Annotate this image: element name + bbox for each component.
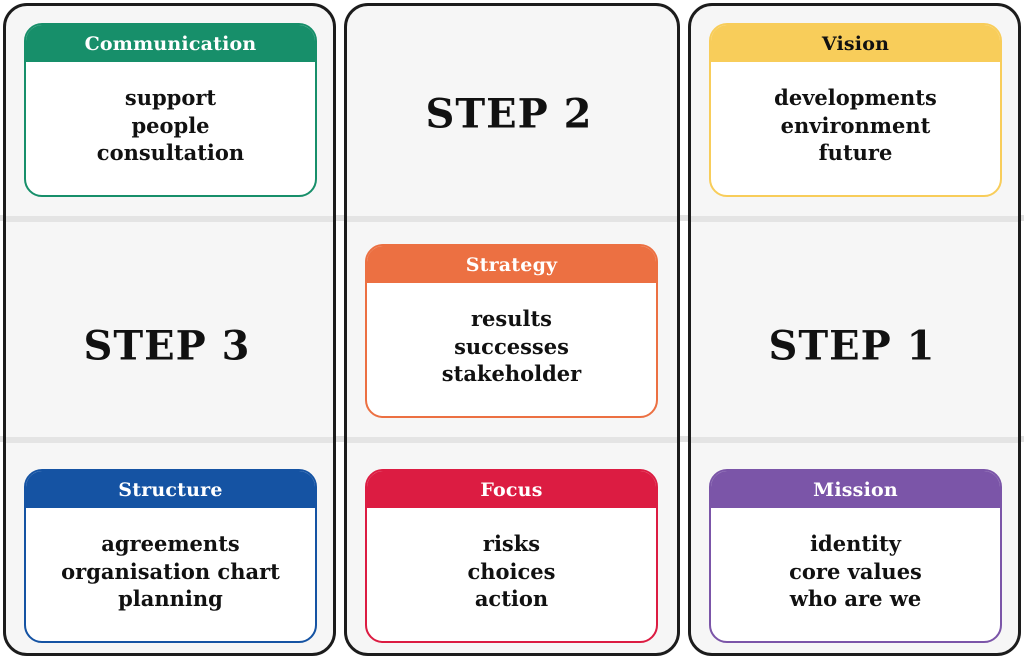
card-communication-title: Communication <box>26 25 315 62</box>
card-item: agreements <box>101 531 240 557</box>
column-step-3: Communication support people consultatio… <box>3 3 336 656</box>
step-3-label: STEP 3 <box>83 322 251 370</box>
card-item: choices <box>467 558 556 584</box>
card-strategy: Strategy results successes stakeholder <box>365 244 658 418</box>
card-mission-items: identity core values who are we <box>711 508 1000 641</box>
card-item: developments <box>774 85 937 111</box>
card-focus-items: risks choices action <box>367 508 656 641</box>
card-mission: Mission identity core values who are we <box>709 469 1002 643</box>
card-item: consultation <box>96 140 245 166</box>
step-1-label: STEP 1 <box>768 322 936 370</box>
column-band <box>691 216 1018 222</box>
card-item: successes <box>454 333 569 359</box>
column-step-2: STEP 2 Strategy results successes stakeh… <box>344 3 680 656</box>
card-item: organisation chart <box>61 558 280 584</box>
card-item: identity <box>810 531 901 557</box>
card-item: stakeholder <box>441 361 582 387</box>
card-structure-title: Structure <box>26 471 315 508</box>
card-structure-items: agreements organisation chart planning <box>26 508 315 641</box>
card-item: risks <box>482 531 541 557</box>
card-vision-items: developments environment future <box>711 62 1000 195</box>
card-item: support <box>124 85 217 111</box>
card-item: action <box>474 586 549 612</box>
card-strategy-items: results successes stakeholder <box>367 283 656 416</box>
card-item: core values <box>789 558 922 584</box>
card-focus: Focus risks choices action <box>365 469 658 643</box>
card-mission-title: Mission <box>711 471 1000 508</box>
step-2-label: STEP 2 <box>425 90 593 138</box>
card-communication-items: support people consultation <box>26 62 315 195</box>
column-band <box>691 437 1018 443</box>
card-focus-title: Focus <box>367 471 656 508</box>
card-item: future <box>818 140 893 166</box>
card-vision: Vision developments environment future <box>709 23 1002 197</box>
column-band <box>6 437 333 443</box>
column-band <box>347 216 677 222</box>
column-band <box>6 216 333 222</box>
card-item: results <box>470 306 553 332</box>
column-step-1: Vision developments environment future S… <box>688 3 1021 656</box>
card-strategy-title: Strategy <box>367 246 656 283</box>
card-item: who are we <box>789 586 922 612</box>
card-item: people <box>131 112 210 138</box>
card-item: planning <box>118 586 223 612</box>
card-communication: Communication support people consultatio… <box>24 23 317 197</box>
column-band <box>347 437 677 443</box>
card-item: environment <box>780 112 931 138</box>
card-vision-title: Vision <box>711 25 1000 62</box>
card-structure: Structure agreements organisation chart … <box>24 469 317 643</box>
